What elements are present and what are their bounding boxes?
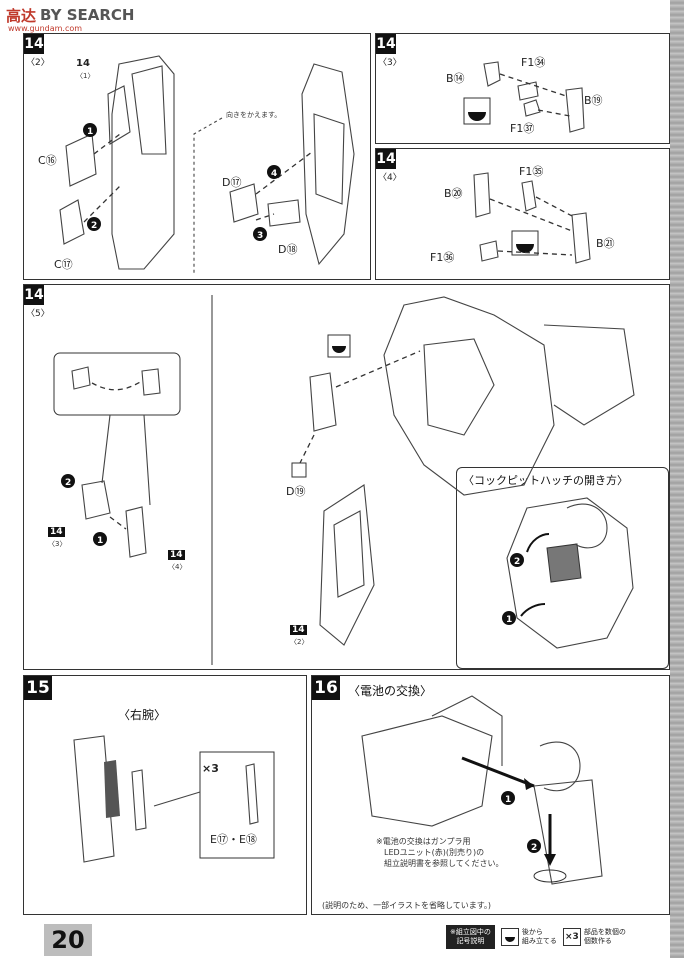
ref-14-2: 14 [290, 625, 307, 635]
svg-text:1: 1 [87, 127, 93, 137]
substep-label: 〈5〉 [26, 309, 50, 319]
watermark-url: www.gundam.com [8, 24, 83, 33]
battery-note: ※電池の交換はガンプラ用 LEDユニット(赤)(別売り)の 組立説明書を参照して… [376, 836, 504, 869]
cockpit-hatch-illustration: 2 1 [502, 497, 634, 649]
part-b21: B㉑ [596, 237, 615, 250]
legend-item-line: 部品を数個の [583, 928, 626, 936]
symbol-legend: ※組立図中の 記号説明 後から 組み立てる ×3 部品を数個の 個数作る [446, 922, 670, 952]
watermark-brand: 高达 [6, 6, 37, 25]
step-number: 14 [24, 34, 44, 54]
panel-step-15: 15 〈右腕〉 ×3 E⑰・E⑱ [23, 675, 307, 915]
part-d19: D⑲ [286, 485, 306, 498]
ref-14-4-sub: 〈4〉 [168, 563, 187, 571]
torso-assembly-illustration: 2 1 [53, 295, 635, 665]
step-number: 16 [312, 676, 340, 700]
svg-text:3: 3 [257, 231, 263, 241]
svg-text:4: 4 [271, 169, 277, 179]
watermark: 高达 BY SEARCH [0, 0, 134, 30]
part-ref-sub: 〈1〉 [76, 72, 95, 80]
part-f1-37: F1㊲ [510, 122, 535, 135]
page-number: 20 [44, 924, 92, 956]
right-arm-illustration [73, 735, 275, 863]
part-d18: D⑱ [278, 243, 298, 256]
substep-label: 〈3〉 [378, 58, 402, 68]
legend-title-line: ※組立図中の [450, 928, 491, 936]
step-number: 15 [24, 676, 52, 700]
note-line: 組立説明書を参照してください。 [384, 859, 504, 868]
legend-title-line: 記号説明 [456, 937, 485, 945]
ref-14-3-sub: 〈3〉 [48, 540, 67, 548]
svg-text:2: 2 [91, 221, 97, 231]
shield-assembly-illustration: 1 2 4 3 [59, 55, 355, 274]
svg-text:1: 1 [505, 795, 511, 805]
cockpit-hatch-title: 〈コックピットハッチの開き方〉 [463, 474, 628, 487]
svg-text:2: 2 [65, 478, 71, 488]
note-line: LEDユニット(赤)(別売り)の [384, 848, 485, 857]
part-f1-34: F1㉞ [521, 56, 546, 69]
step-number: 14 [24, 285, 44, 305]
part-b14: B⑭ [446, 72, 465, 85]
step-number: 14 [376, 34, 396, 54]
panel-step-14-3: 14 〈3〉 B⑭ F1㉞ B⑲ F1㊲ [375, 33, 670, 144]
legend-title: ※組立図中の 記号説明 [446, 925, 495, 949]
parts-e17-e18: E⑰・E⑱ [210, 833, 257, 846]
cockpit-hatch-box: 〈コックピットハッチの開き方〉 2 1 [456, 467, 669, 669]
legend-item-assemble-later: 後から 組み立てる [500, 928, 557, 946]
battery-swap-title: 〈電池の交換〉 [348, 684, 433, 698]
step-number: 14 [376, 149, 396, 169]
part-b20: B⑳ [444, 187, 463, 200]
svg-text:2: 2 [514, 557, 520, 567]
legend-item-line: 組み立てる [521, 937, 557, 945]
part-c16: C⑯ [38, 154, 57, 167]
panel-step-14-2: 14 〈2〉 14 〈1〉 C⑯ C⑰ D⑰ D⑱ 向きをかえます。 1 2 4… [23, 33, 371, 280]
footnote: (説明のため、一部イラストを省略しています。) [322, 901, 492, 910]
ref-14-4: 14 [168, 550, 185, 560]
panel-step-14-4: 14 〈4〉 F1㉟ B⑳ B㉑ F1㊱ [375, 148, 670, 280]
substep-label: 〈4〉 [378, 173, 402, 183]
watermark-text: BY SEARCH [40, 6, 135, 24]
part-f1-35: F1㉟ [519, 165, 544, 178]
leg-joint-illustration [473, 172, 591, 264]
note-line: ※電池の交換はガンプラ用 [376, 837, 471, 846]
page-edge-strip [670, 0, 684, 958]
multiplier: ×3 [202, 762, 219, 775]
ref-14-2-sub: 〈2〉 [290, 638, 309, 646]
right-arm-title: 〈右腕〉 [118, 708, 167, 722]
half-moon-icon [500, 928, 519, 946]
part-d17: D⑰ [222, 176, 242, 189]
substep-label: 〈2〉 [26, 58, 50, 68]
panel-step-14-5: 14 〈5〉 D⑲ 14 〈3〉 14 〈4〉 14 〈2〉 〈コックピットハッ… [23, 284, 670, 670]
legend-item-line: 後から [521, 928, 543, 936]
svg-text:2: 2 [531, 843, 537, 853]
arm-joint-illustration [463, 61, 585, 133]
ref-14-3: 14 [48, 527, 65, 537]
part-ref: 14 [76, 58, 90, 69]
part-b19: B⑲ [584, 94, 603, 107]
panel-step-16: 16 〈電池の交換〉 ※電池の交換はガンプラ用 LEDユニット(赤)(別売り)の… [311, 675, 670, 915]
part-c17: C⑰ [54, 258, 73, 271]
svg-text:1: 1 [97, 536, 103, 546]
orientation-note: 向きをかえます。 [226, 111, 282, 119]
battery-swap-illustration: 1 2 [361, 695, 603, 885]
legend-item-line: 個数作る [583, 937, 612, 945]
svg-text:1: 1 [506, 615, 512, 625]
multiplier-icon: ×3 [562, 928, 581, 946]
legend-item-multiple: ×3 部品を数個の 個数作る [562, 928, 626, 946]
part-f1-36: F1㊱ [430, 251, 455, 264]
